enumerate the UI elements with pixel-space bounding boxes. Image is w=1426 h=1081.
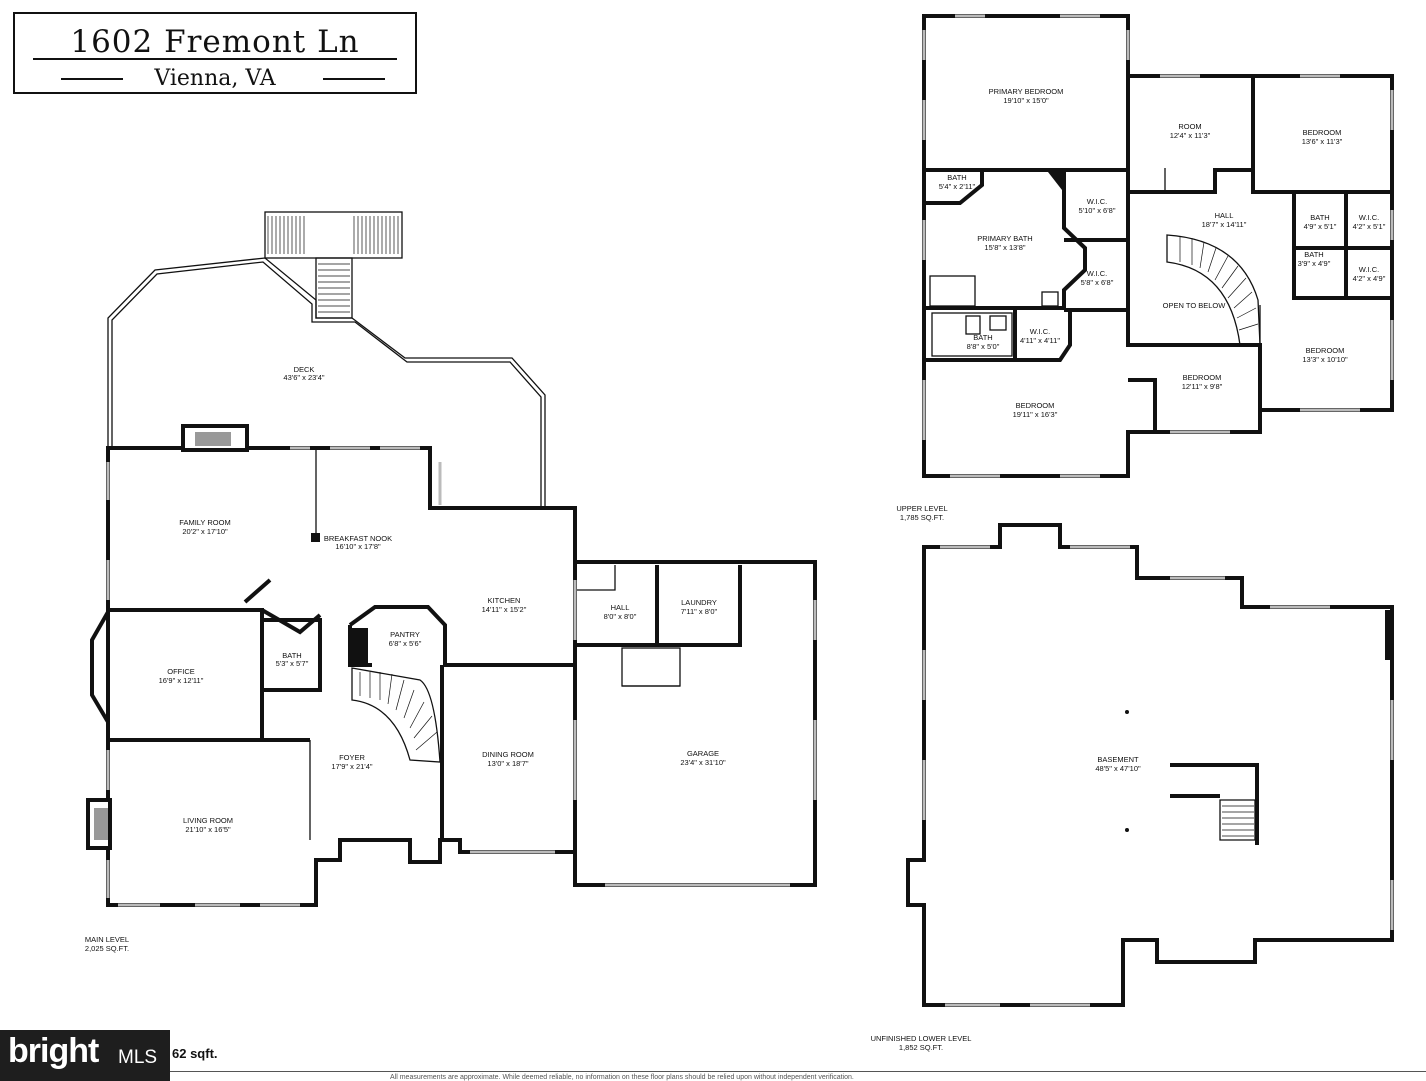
primary-bath-name: PRIMARY BATH [977, 234, 1032, 243]
wic-2-name: W.I.C. [1359, 213, 1379, 222]
basement-name: BASEMENT [1097, 755, 1139, 764]
kitchen-dim: 14'11" x 15'2" [482, 605, 527, 614]
main-hall-name: HALL [611, 603, 630, 612]
family-room-name: FAMILY ROOM [179, 518, 230, 527]
kitchen-name: KITCHEN [488, 596, 521, 605]
family-room-dim: 20'2" x 17'10" [182, 527, 228, 536]
pantry-name: PANTRY [390, 630, 420, 639]
dining-room-name: DINING ROOM [482, 750, 534, 759]
city-subtitle: Vienna, VA [154, 66, 276, 91]
foyer-dim: 17'9" x 21'4" [331, 762, 372, 771]
bedroom-ne-dim: 13'6" x 11'3" [1302, 137, 1343, 146]
main-bath-name: BATH [282, 651, 301, 660]
office-dim: 16'9" x 12'11" [159, 676, 204, 685]
deck-dim: 43'6" x 23'4" [283, 373, 324, 382]
office-name: OFFICE [167, 667, 195, 676]
wic-3-name: W.I.C. [1087, 269, 1107, 278]
bedroom-mid-name: BEDROOM [1183, 373, 1222, 382]
main-level-plan: DECK 43'6" x 23'4" FAMILY ROOM 20'2" x 1… [85, 211, 817, 953]
main-outer-wall [106, 446, 577, 907]
upper-bath-2-name: BATH [1310, 213, 1329, 222]
breakfast-nook-dim: 16'10" x 17'8" [335, 542, 381, 551]
bedroom-sw-dim: 19'11" x 16'3" [1013, 410, 1058, 419]
room-name: ROOM [1178, 122, 1201, 131]
garage-dim: 23'4" x 31'10" [680, 758, 726, 767]
laundry-name: LAUNDRY [681, 598, 717, 607]
title-divider [33, 58, 397, 60]
room-dim: 12'4" x 11'3" [1170, 131, 1211, 140]
primary-bath-dim: 15'8" x 13'8" [984, 243, 1025, 252]
upper-bath-4-name: BATH [973, 333, 992, 342]
footer-divider [170, 1071, 1426, 1072]
upper-hall-name: HALL [1215, 211, 1234, 220]
dining-room-dim: 13'0" x 18'7" [487, 759, 528, 768]
logo-text: bright [8, 1032, 99, 1070]
primary-bedroom-dim: 19'10" x 15'0" [1003, 96, 1049, 105]
lower-level-area: 1,852 SQ.FT. [899, 1043, 943, 1052]
subtitle-rule-right [323, 78, 385, 80]
upper-bath-3-dim: 3'9" x 4'9" [1298, 259, 1331, 268]
deck-name: DECK [294, 365, 315, 374]
deck-outline [107, 257, 546, 508]
basement-stairs [1219, 799, 1256, 841]
wic-4-name: W.I.C. [1359, 265, 1379, 274]
upper-level-area: 1,785 SQ.FT. [900, 513, 944, 522]
pantry-dim: 6'8" x 5'6" [389, 639, 422, 648]
upper-bath-4-dim: 8'8" x 5'0" [967, 342, 1000, 351]
main-hall-dim: 8'0" x 8'0" [604, 612, 637, 621]
bedroom-ne-name: BEDROOM [1303, 128, 1342, 137]
upper-bath-2-dim: 4'9" x 5'1" [1304, 222, 1337, 231]
wic-5-dim: 4'11" x 4'11" [1020, 336, 1060, 345]
bright-mls-logo: bright MLS [0, 1030, 170, 1081]
upper-level-plan: PRIMARY BEDROOM 19'10" x 15'0" ROOM 12'4… [896, 14, 1394, 522]
wic-1-dim: 5'10" x 6'8" [1079, 206, 1116, 215]
lower-outer-wall [906, 523, 1394, 1007]
logo-suffix: MLS [118, 1047, 158, 1068]
wic-3-dim: 5'8" x 6'8" [1081, 278, 1114, 287]
living-room-name: LIVING ROOM [183, 816, 233, 825]
basement-dim: 48'5" x 47'10" [1095, 764, 1141, 773]
deck-stairs [264, 211, 403, 319]
wic-5-name: W.I.C. [1030, 327, 1050, 336]
total-sqft: 62 sqft. [172, 1046, 218, 1061]
wic-1-name: W.I.C. [1087, 197, 1107, 206]
upper-hall-dim: 18'7" x 14'11" [1202, 220, 1247, 229]
bedroom-mid-dim: 12'11" x 9'8" [1182, 382, 1223, 391]
bedroom-se-dim: 13'3" x 10'10" [1302, 355, 1348, 364]
foyer-name: FOYER [339, 753, 365, 762]
breakfast-nook-name: BREAKFAST NOOK [324, 534, 392, 543]
lower-level-plan: BASEMENT 48'5" x 47'10" UNFINISHED LOWER… [871, 523, 1394, 1052]
lower-level-name: UNFINISHED LOWER LEVEL [871, 1034, 972, 1043]
wic-2-dim: 4'2" x 5'1" [1353, 222, 1386, 231]
living-room-dim: 21'10" x 16'5" [185, 825, 231, 834]
main-bath-dim: 5'3" x 5'7" [276, 659, 309, 668]
main-level-name: MAIN LEVEL [85, 935, 129, 944]
address-title: 1602 Fremont Ln [70, 24, 360, 60]
wic-4-dim: 4'2" x 4'9" [1353, 274, 1386, 283]
main-level-area: 2,025 SQ.FT. [85, 944, 129, 953]
upper-level-name: UPPER LEVEL [896, 504, 947, 513]
upper-staircase [1166, 234, 1261, 346]
disclaimer-text: All measurements are approximate. While … [390, 1074, 854, 1081]
upper-bath-3-name: BATH [1304, 250, 1323, 259]
title-box: 1602 Fremont Ln Vienna, VA [13, 12, 417, 94]
garage-name: GARAGE [687, 749, 719, 758]
open-to-below-label: OPEN TO BELOW [1163, 301, 1227, 310]
bedroom-se-name: BEDROOM [1306, 346, 1345, 355]
subtitle-rule-left [61, 78, 123, 80]
foyer-staircase [351, 667, 441, 763]
bedroom-sw-name: BEDROOM [1016, 401, 1055, 410]
upper-bath-small-dim: 5'4" x 2'11" [939, 182, 976, 191]
upper-bath-small-name: BATH [947, 173, 966, 182]
laundry-dim: 7'11" x 8'0" [681, 607, 718, 616]
primary-bedroom-name: PRIMARY BEDROOM [989, 87, 1064, 96]
